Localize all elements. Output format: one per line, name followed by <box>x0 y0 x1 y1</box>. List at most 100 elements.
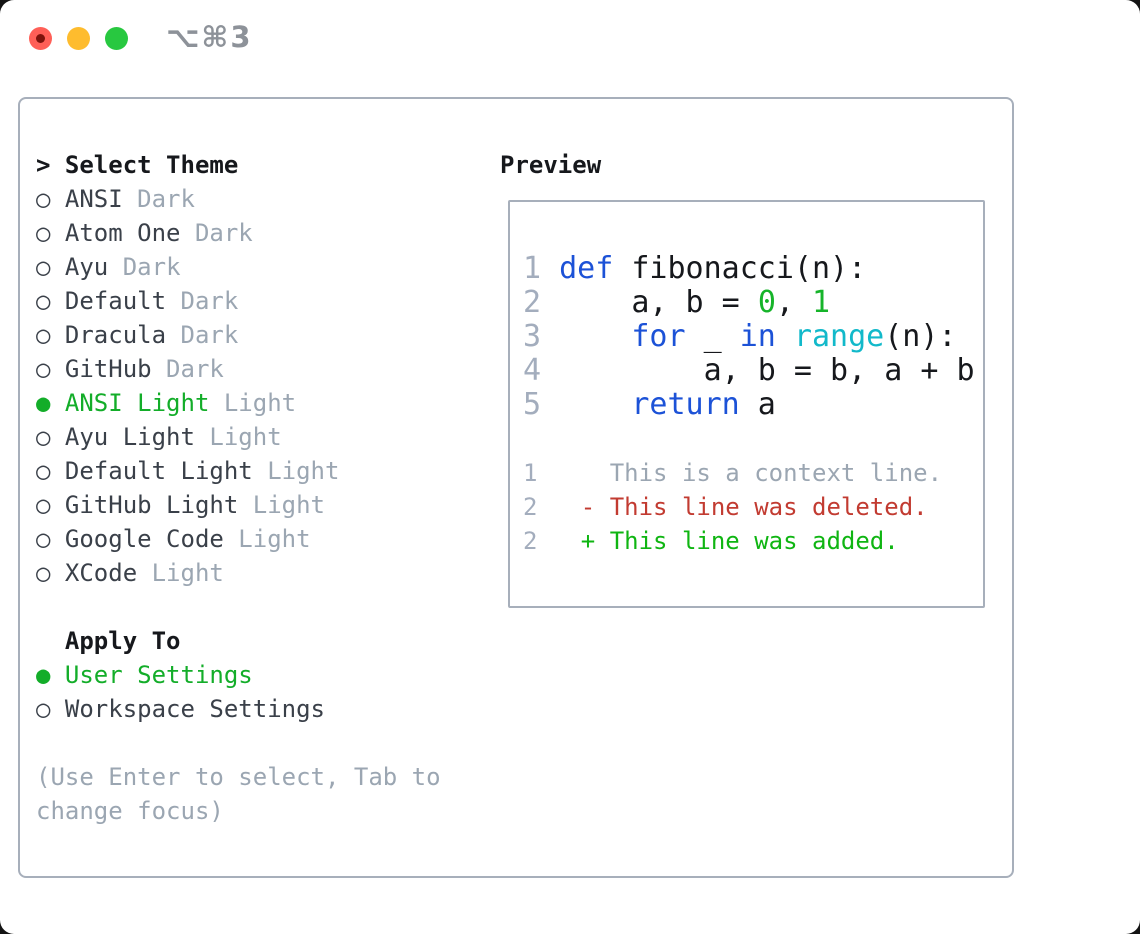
code-segment-plain: , <box>775 285 812 320</box>
code-line: 5 return a <box>523 388 975 422</box>
cursor-marker-icon: > <box>36 151 51 179</box>
code-segment-kw: return <box>631 387 740 422</box>
theme-name: GitHub <box>64 355 152 383</box>
apply-to-title: Apply To <box>64 627 181 655</box>
theme-variant: Dark <box>166 321 239 349</box>
theme-option[interactable]: ○ Dracula Dark <box>36 318 339 352</box>
theme-variant: Dark <box>122 185 195 213</box>
theme-option[interactable]: ○ ANSI Dark <box>36 182 339 216</box>
apply-to-label: Workspace Settings <box>64 695 325 723</box>
theme-variant: Light <box>223 525 311 553</box>
apply-to-header: Apply To <box>36 624 325 658</box>
titlebar: ⌥⌘3 <box>0 0 1140 76</box>
apply-to-label: User Settings <box>64 661 253 689</box>
theme-variant: Light <box>137 559 224 587</box>
apply-to-option[interactable]: ● User Settings <box>36 658 325 692</box>
code-segment-kw: def <box>559 251 614 286</box>
theme-option[interactable]: ○ XCode Light <box>36 556 339 590</box>
line-number: 1 <box>523 251 542 286</box>
code-segment-plain: a, b = <box>559 285 758 320</box>
theme-option[interactable]: ○ GitHub Light Light <box>36 488 339 522</box>
theme-name: Ayu <box>64 253 109 281</box>
code-segment-num: 1 <box>812 285 831 320</box>
theme-option[interactable]: ● ANSI Light Light <box>36 386 339 420</box>
theme-list-title: Select Theme <box>64 151 239 179</box>
radio-unselected-icon: ○ <box>36 287 51 315</box>
diff-line: 1 This is a context line. <box>523 456 942 490</box>
line-number: 4 <box>523 353 542 388</box>
theme-option[interactable]: ○ GitHub Dark <box>36 352 339 386</box>
code-line: 1 def fibonacci(n): <box>523 252 975 286</box>
line-number: 2 <box>523 285 542 320</box>
theme-name: Dracula <box>64 321 167 349</box>
theme-variant: Dark <box>166 287 239 315</box>
code-segment-plain: _ <box>685 319 740 354</box>
theme-option[interactable]: ○ Ayu Dark <box>36 250 339 284</box>
window-title-shortcut: ⌥⌘3 <box>166 20 253 54</box>
theme-option[interactable]: ○ Default Light Light <box>36 454 339 488</box>
code-segment-plain <box>776 319 794 354</box>
code-segment-kw: for <box>631 319 686 354</box>
theme-variant: Dark <box>108 253 181 281</box>
radio-unselected-icon: ○ <box>36 525 51 553</box>
theme-list: > Select Theme ○ ANSI Dark○ Atom One Dar… <box>36 148 339 590</box>
code-segment-num: 0 <box>757 285 776 320</box>
radio-unselected-icon: ○ <box>36 491 51 519</box>
hint-line-1: (Use Enter to select, Tab to <box>36 763 441 791</box>
theme-option[interactable]: ○ Google Code Light <box>36 522 339 556</box>
diff-line: 2 + This line was added. <box>523 524 942 558</box>
radio-selected-icon: ● <box>36 661 51 689</box>
keyboard-hint: (Use Enter to select, Tab to change focu… <box>36 760 441 828</box>
radio-unselected-icon: ○ <box>36 457 51 485</box>
theme-option[interactable]: ○ Ayu Light Light <box>36 420 339 454</box>
theme-name: ANSI Light <box>64 389 210 417</box>
theme-options: ○ ANSI Dark○ Atom One Dark○ Ayu Dark○ De… <box>36 182 339 590</box>
code-segment-plain: a <box>739 387 776 422</box>
apply-to-option[interactable]: ○ Workspace Settings <box>36 692 325 726</box>
apply-to-options: ● User Settings○ Workspace Settings <box>36 658 325 726</box>
theme-name: Atom One <box>64 219 181 247</box>
spacer <box>36 624 50 658</box>
code-segment-plain: (n): <box>884 319 957 354</box>
code-segment-del: - This line was deleted. <box>551 493 928 521</box>
theme-option[interactable]: ○ Atom One Dark <box>36 216 339 250</box>
theme-name: Google Code <box>64 525 224 553</box>
code-segment-ctx: This is a context line. <box>551 459 943 487</box>
code-line: 4 a, b = b, a + b <box>523 354 975 388</box>
radio-selected-icon: ● <box>36 389 51 417</box>
code-segment-plain <box>559 387 631 422</box>
diff-line: 2 - This line was deleted. <box>523 490 942 524</box>
line-number: 2 <box>523 493 538 521</box>
radio-unselected-icon: ○ <box>36 695 51 723</box>
theme-name: Default Light <box>64 457 253 485</box>
preview-title: Preview <box>500 151 602 179</box>
theme-name: XCode <box>64 559 138 587</box>
theme-variant: Light <box>238 491 325 519</box>
code-line: 3 for _ in range(n): <box>523 320 975 354</box>
minimize-button-icon[interactable] <box>67 27 90 50</box>
theme-name: Default <box>64 287 167 315</box>
theme-name: ANSI <box>64 185 123 213</box>
code-segment-plain: fibonacci(n): <box>613 251 867 286</box>
line-number: 1 <box>523 459 538 487</box>
zoom-button-icon[interactable] <box>105 27 128 50</box>
theme-variant: Light <box>194 423 282 451</box>
theme-variant: Light <box>209 389 297 417</box>
theme-option[interactable]: ○ Default Dark <box>36 284 339 318</box>
line-number: 3 <box>523 319 542 354</box>
apply-to-section: Apply To ● User Settings○ Workspace Sett… <box>36 624 325 726</box>
theme-name: Ayu Light <box>64 423 195 451</box>
code-segment-fn: range <box>793 319 885 354</box>
radio-unselected-icon: ○ <box>36 219 51 247</box>
radio-unselected-icon: ○ <box>36 423 51 451</box>
code-segment-kw: in <box>739 319 776 354</box>
line-number: 2 <box>523 527 538 555</box>
close-button-icon[interactable] <box>29 27 52 50</box>
radio-unselected-icon: ○ <box>36 253 51 281</box>
diff-sample: 1 This is a context line.2 - This line w… <box>523 456 942 558</box>
radio-unselected-icon: ○ <box>36 559 51 587</box>
code-line: 2 a, b = 0, 1 <box>523 286 975 320</box>
